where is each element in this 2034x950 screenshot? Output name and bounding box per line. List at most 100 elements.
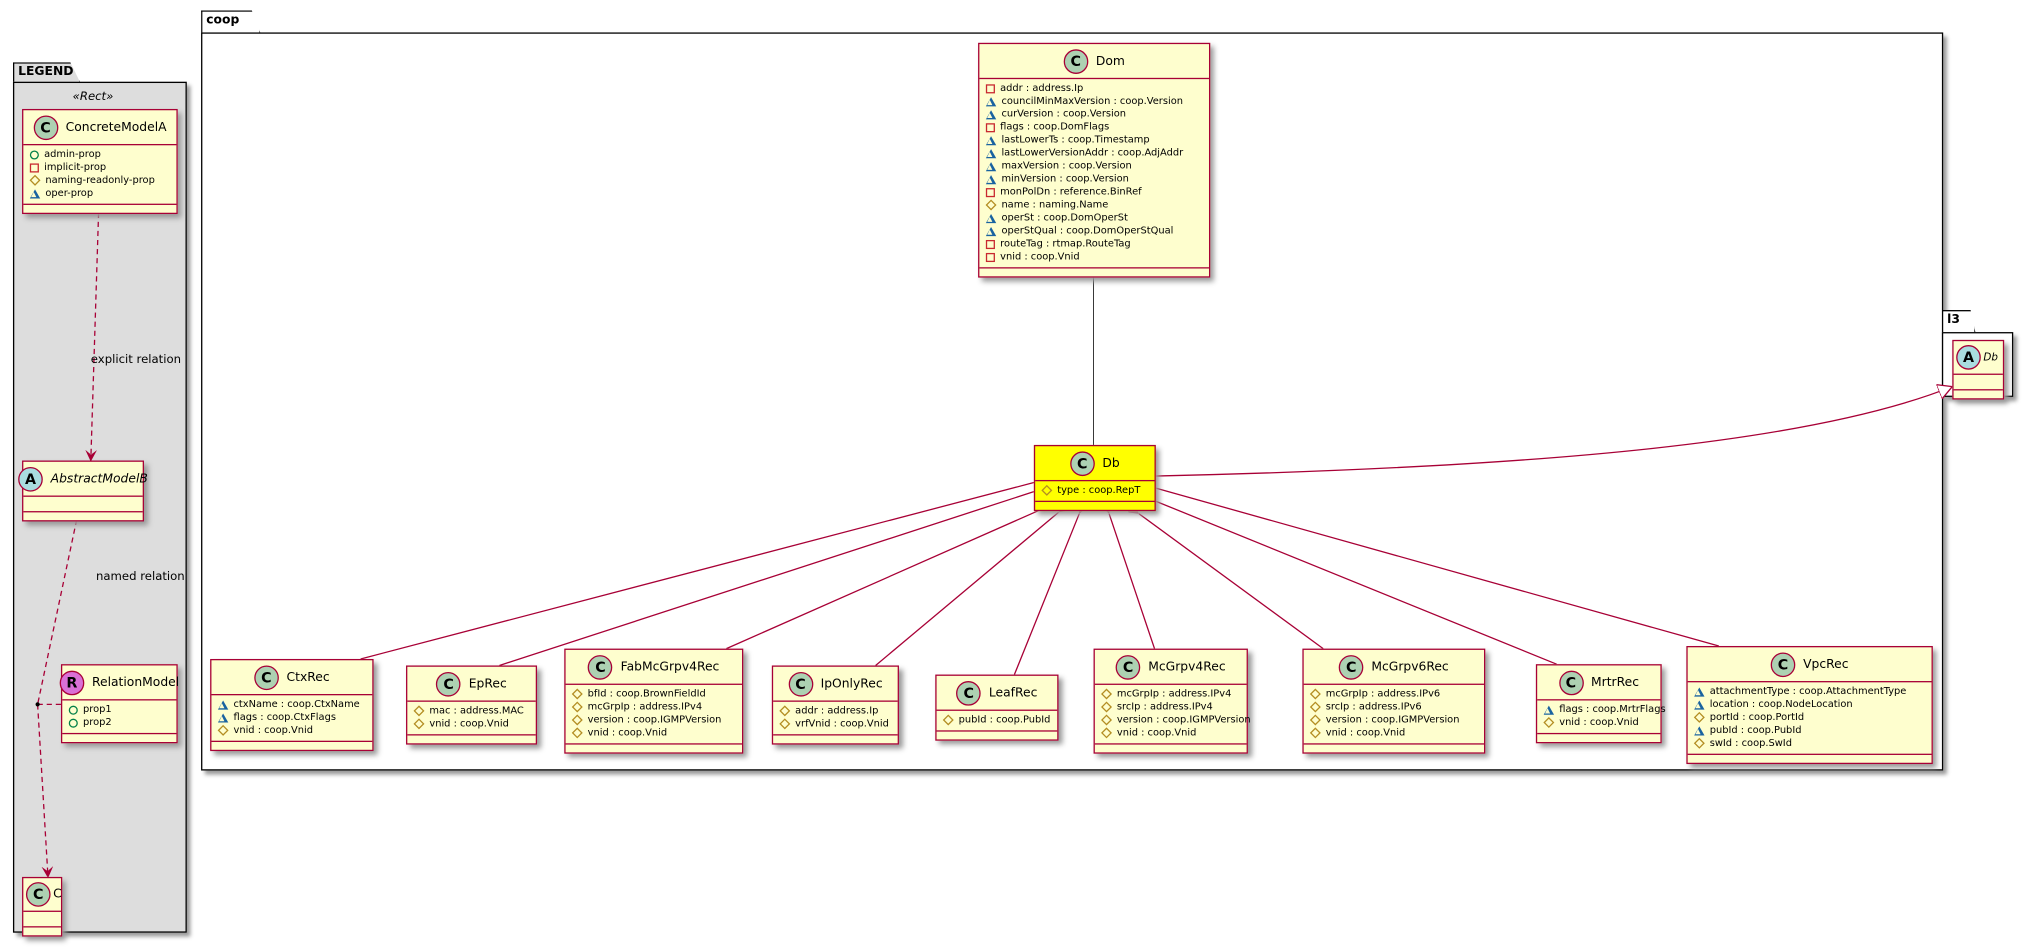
db-eprec-composition bbox=[499, 483, 1052, 667]
attribute-text: addr : address.Ip bbox=[1000, 81, 1084, 94]
class-attribute: vnid : coop.Vnid bbox=[413, 717, 529, 730]
class-name: RelationModel bbox=[91, 675, 180, 691]
class-methods bbox=[62, 734, 176, 742]
db-fabmcgrpv4rec-composition bbox=[726, 501, 1057, 650]
attribute-text: pubId : coop.PubId bbox=[958, 713, 1051, 726]
class-name: Db bbox=[1983, 351, 1999, 364]
db-inherits-l3-db bbox=[1154, 387, 1953, 477]
class-methods bbox=[566, 745, 742, 753]
private-icon bbox=[985, 187, 995, 197]
package-private-icon bbox=[985, 148, 997, 158]
class-attribute: addr : address.Ip bbox=[985, 81, 1203, 95]
protected-icon bbox=[1309, 688, 1321, 700]
package-private-icon bbox=[985, 161, 997, 171]
db-mcgrpv4rec-composition bbox=[1101, 496, 1156, 649]
attribute-text: addr : address.Ip bbox=[795, 704, 879, 717]
attribute-text: version : coop.IGMPVersion bbox=[587, 713, 722, 726]
class-attribute: vrfVnid : coop.Vnid bbox=[779, 717, 892, 730]
protected-icon bbox=[571, 714, 583, 726]
class-name: FabMcGrpv4Rec bbox=[620, 660, 720, 675]
db-leafrec-composition bbox=[1013, 496, 1088, 675]
class-name: LeafRec bbox=[988, 686, 1038, 701]
class-methods bbox=[937, 732, 1058, 740]
private-icon bbox=[985, 252, 995, 262]
attribute-text: oper-prop bbox=[45, 186, 94, 199]
class-icon: C bbox=[25, 882, 51, 907]
class-methods bbox=[23, 512, 142, 520]
protected-icon bbox=[413, 718, 425, 730]
attribute-text: vrfVnid : coop.Vnid bbox=[795, 717, 889, 730]
class-attribute: swId : coop.SwId bbox=[1693, 737, 1925, 750]
private-icon bbox=[29, 162, 39, 172]
class-attributes: pubId : coop.PubId bbox=[936, 711, 1058, 732]
db-mrtrrec-composition bbox=[1137, 492, 1557, 665]
attribute-text: mcGrpIp : address.IPv6 bbox=[1325, 687, 1441, 700]
attribute-text: srcIp : address.IPv6 bbox=[1325, 700, 1422, 713]
class-methods bbox=[773, 736, 898, 744]
protected-icon bbox=[413, 705, 425, 717]
class-name: Dom bbox=[1095, 54, 1125, 69]
class-methods bbox=[979, 269, 1209, 277]
class-attribute: flags : coop.CtxFlags bbox=[217, 711, 366, 724]
class-methods bbox=[211, 742, 372, 750]
class-attribute: mac : address.MAC bbox=[413, 704, 529, 717]
class-attribute: prop2 bbox=[68, 716, 170, 729]
protected-icon bbox=[1543, 717, 1555, 729]
class-attribute: monPolDn : reference.BinRef bbox=[985, 185, 1203, 198]
attribute-text: operSt : coop.DomOperSt bbox=[1001, 211, 1128, 224]
class-attribute: location : coop.NodeLocation bbox=[1694, 698, 1925, 711]
db-mcgrpv6rec-composition bbox=[1124, 502, 1324, 650]
class-attributes bbox=[1953, 375, 2003, 391]
attribute-text: mcGrpIp : address.IPv4 bbox=[587, 700, 703, 713]
attribute-text: vnid : coop.Vnid bbox=[233, 723, 313, 736]
db-vpcrec-composition bbox=[1137, 480, 1719, 647]
legend-named-relation-upper bbox=[36, 501, 82, 705]
class-name: CtxRec bbox=[286, 670, 330, 685]
named-relation-label: named relation bbox=[95, 570, 185, 584]
protected-icon bbox=[1101, 714, 1113, 726]
attribute-text: version : coop.IGMPVersion bbox=[1116, 713, 1251, 726]
class-icon: C bbox=[1115, 655, 1141, 680]
package-private-icon bbox=[985, 174, 997, 184]
attribute-text: vnid : coop.Vnid bbox=[1559, 716, 1639, 728]
class-attribute: vnid : coop.Vnid bbox=[1101, 726, 1240, 739]
class-attribute: curVersion : coop.Version bbox=[985, 108, 1203, 121]
class-icon: C bbox=[254, 665, 279, 691]
class-attribute: version : coop.IGMPVersion bbox=[1101, 713, 1251, 726]
public-icon bbox=[68, 705, 78, 715]
package-private-icon bbox=[985, 135, 997, 145]
protected-icon bbox=[942, 714, 954, 726]
class-attribute: vnid : coop.Vnid bbox=[1543, 716, 1654, 729]
package-private-icon bbox=[217, 699, 229, 709]
protected-icon bbox=[1693, 711, 1705, 723]
class-icon: C bbox=[588, 655, 613, 680]
abstract-class-icon: A bbox=[1956, 345, 1981, 370]
